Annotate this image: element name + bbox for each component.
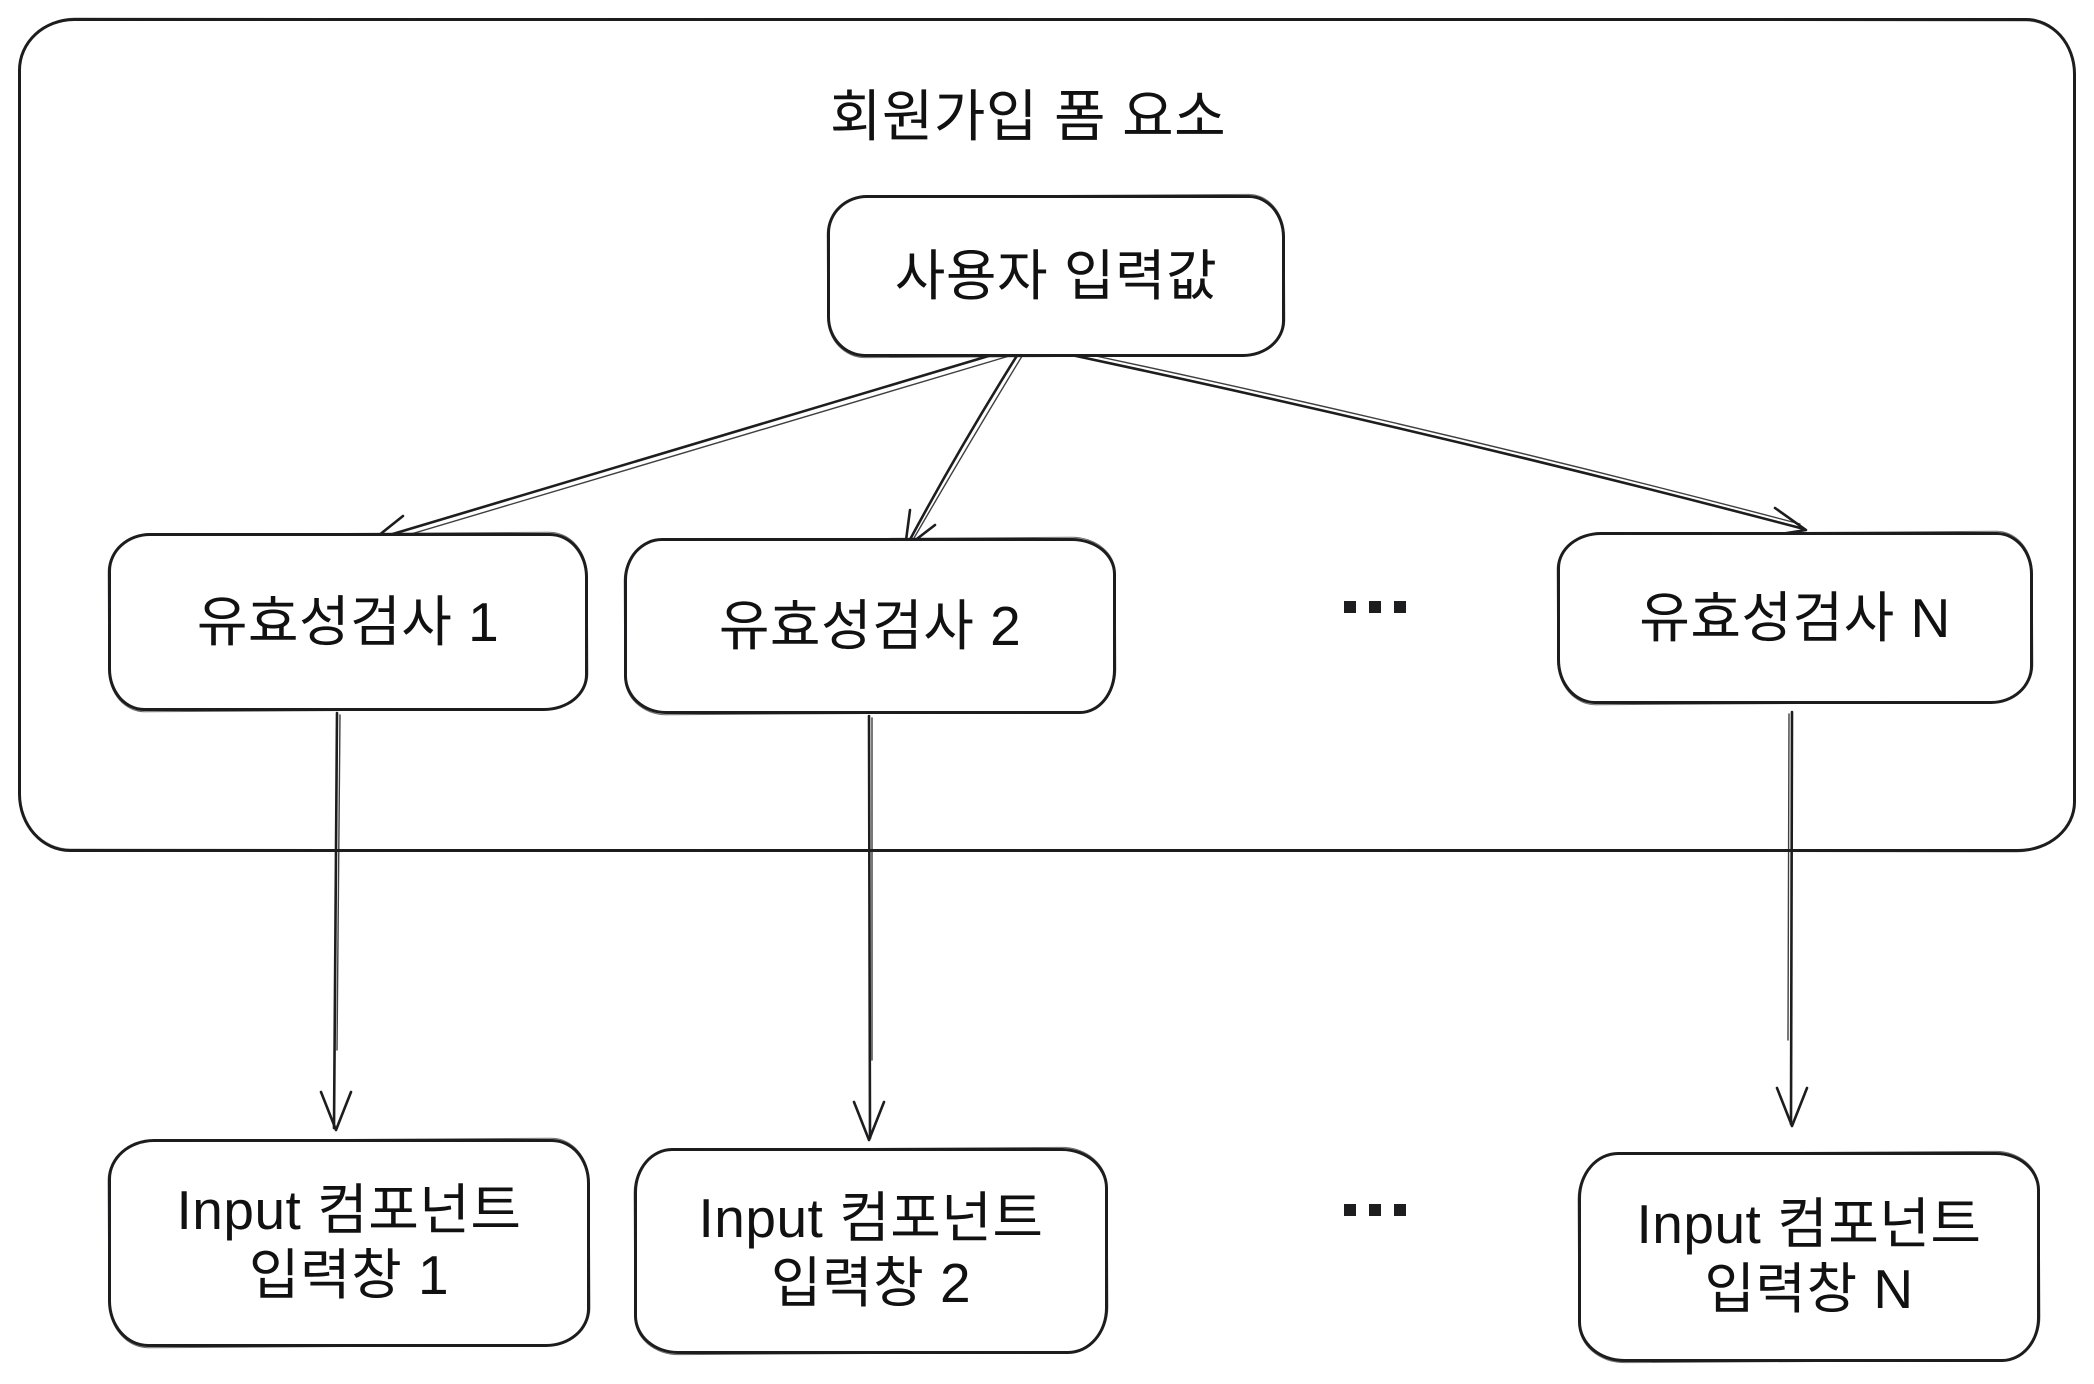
node-user-input-label: 사용자 입력값 xyxy=(894,244,1218,307)
arrowhead-input-1 xyxy=(319,1090,353,1132)
node-input-component-2: Input 컴포넌트 입력창 2 xyxy=(634,1148,1108,1354)
node-validation-1: 유효성검사 1 xyxy=(108,533,588,711)
node-input-component-2-label: Input 컴포넌트 입력창 2 xyxy=(698,1187,1044,1314)
arrowhead-input-n xyxy=(1775,1086,1809,1128)
node-validation-1-label: 유효성검사 1 xyxy=(196,590,500,653)
node-user-input: 사용자 입력값 xyxy=(827,195,1285,357)
node-validation-n-label: 유효성검사 N xyxy=(1639,586,1951,649)
node-input-component-n: Input 컴포넌트 입력창 N xyxy=(1578,1152,2040,1362)
ellipsis-validation-row xyxy=(1344,601,1406,613)
node-input-component-1-label: Input 컴포넌트 입력창 1 xyxy=(176,1179,522,1306)
ellipsis-input-row xyxy=(1344,1204,1406,1216)
node-validation-2: 유효성검사 2 xyxy=(624,538,1116,714)
diagram-title: 회원가입 폼 요소 xyxy=(829,85,1227,148)
signup-form-group-frame xyxy=(18,18,2076,852)
node-input-component-n-label: Input 컴포넌트 입력창 N xyxy=(1636,1193,1982,1320)
node-validation-n: 유효성검사 N xyxy=(1557,532,2033,704)
node-validation-2-label: 유효성검사 2 xyxy=(718,594,1022,657)
arrowhead-input-2 xyxy=(852,1100,886,1142)
node-input-component-1: Input 컴포넌트 입력창 1 xyxy=(108,1139,590,1347)
